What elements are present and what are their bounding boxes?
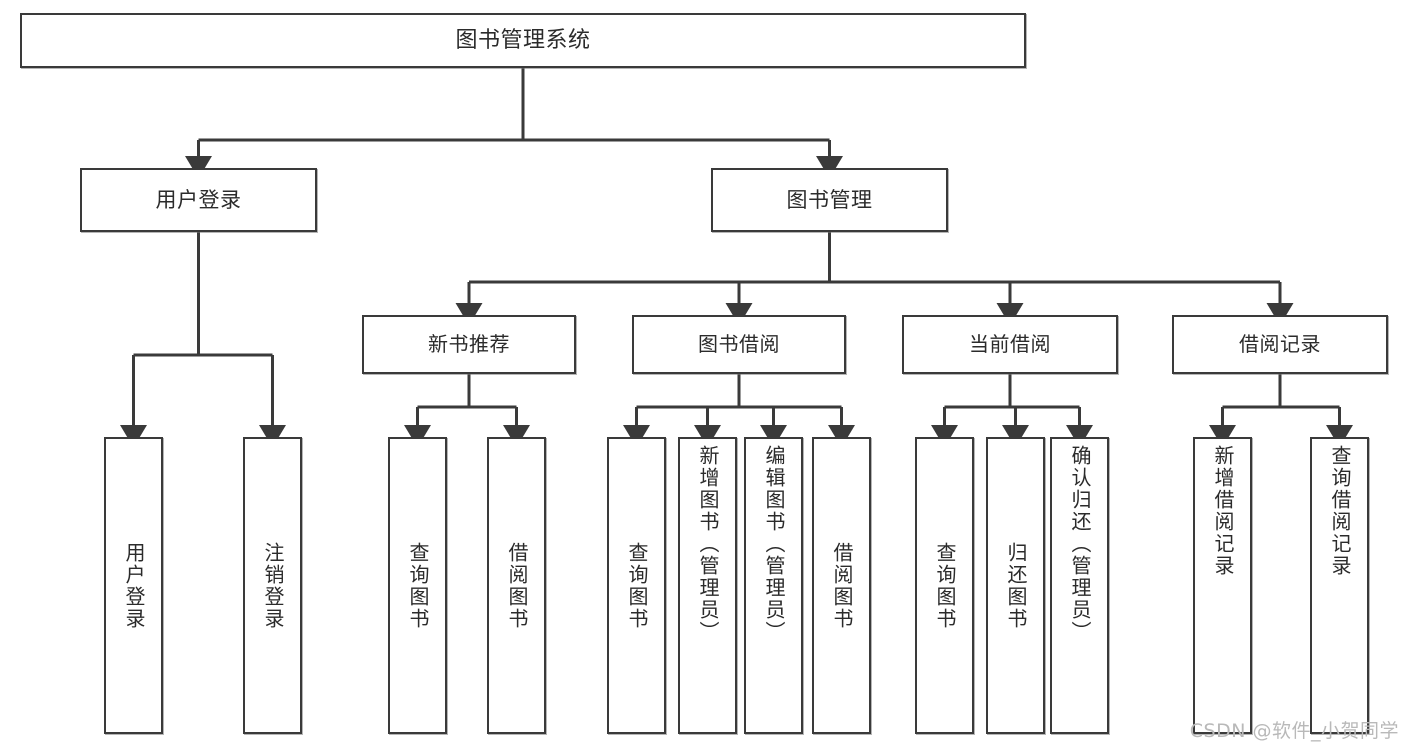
- node-user-login[interactable]: 用户登录: [80, 168, 317, 232]
- node-label: 编辑图书（管理员）: [762, 445, 786, 643]
- node-leaf-borrow-book-1[interactable]: 借阅图书: [487, 437, 546, 734]
- node-borrow-record[interactable]: 借阅记录: [1172, 315, 1388, 374]
- node-label: 借阅图书: [505, 541, 529, 630]
- node-leaf-query-record[interactable]: 查询借阅记录: [1310, 437, 1369, 734]
- node-label: 用户登录: [122, 541, 146, 630]
- node-label-wrap: 归还图书: [988, 439, 1043, 732]
- node-label-wrap: 用户登录: [106, 439, 161, 732]
- node-label: 注销登录: [261, 541, 285, 630]
- node-leaf-user-login[interactable]: 用户登录: [104, 437, 163, 734]
- node-label-wrap: 新增图书（管理员）: [680, 439, 735, 738]
- node-label: 图书管理系统: [455, 27, 591, 53]
- node-label: 用户登录: [155, 187, 242, 212]
- node-leaf-borrow-book-2[interactable]: 借阅图书: [812, 437, 871, 734]
- node-label: 归还图书: [1004, 541, 1028, 630]
- node-label: 新书推荐: [428, 332, 510, 356]
- node-label-wrap: 查询图书: [390, 439, 445, 732]
- node-leaf-confirm-return[interactable]: 确认归还（管理员）: [1050, 437, 1109, 734]
- node-book-borrow[interactable]: 图书借阅: [632, 315, 846, 374]
- node-new-book-rec[interactable]: 新书推荐: [362, 315, 576, 374]
- node-label-wrap: 借阅图书: [814, 439, 869, 732]
- node-root[interactable]: 图书管理系统: [20, 13, 1026, 68]
- node-label: 当前借阅: [969, 332, 1051, 356]
- node-label: 新增图书（管理员）: [696, 445, 720, 643]
- node-label: 查询图书: [933, 541, 957, 630]
- node-label: 新增借阅记录: [1211, 445, 1235, 577]
- node-label-wrap: 编辑图书（管理员）: [746, 439, 801, 738]
- node-label-wrap: 查询图书: [917, 439, 972, 732]
- node-leaf-edit-book[interactable]: 编辑图书（管理员）: [744, 437, 803, 734]
- node-label-wrap: 查询借阅记录: [1312, 439, 1367, 738]
- node-label: 查询借阅记录: [1328, 445, 1352, 577]
- node-label-wrap: 注销登录: [245, 439, 300, 732]
- node-leaf-return-book[interactable]: 归还图书: [986, 437, 1045, 734]
- node-label-wrap: 确认归还（管理员）: [1052, 439, 1107, 738]
- node-label-wrap: 查询图书: [609, 439, 664, 732]
- node-label: 确认归还（管理员）: [1068, 445, 1092, 643]
- node-label: 图书借阅: [698, 332, 780, 356]
- node-leaf-add-book[interactable]: 新增图书（管理员）: [678, 437, 737, 734]
- node-label: 查询图书: [625, 541, 649, 630]
- node-label: 查询图书: [406, 541, 430, 630]
- node-leaf-add-record[interactable]: 新增借阅记录: [1193, 437, 1252, 734]
- node-label: 图书管理: [786, 187, 873, 212]
- node-label: 借阅图书: [830, 541, 854, 630]
- node-leaf-user-logout[interactable]: 注销登录: [243, 437, 302, 734]
- edge-group: [120, 68, 1353, 448]
- node-leaf-query-book-1[interactable]: 查询图书: [388, 437, 447, 734]
- node-leaf-query-book-3[interactable]: 查询图书: [915, 437, 974, 734]
- node-current-borrow[interactable]: 当前借阅: [902, 315, 1118, 374]
- node-leaf-query-book-2[interactable]: 查询图书: [607, 437, 666, 734]
- node-book-manage[interactable]: 图书管理: [711, 168, 948, 232]
- node-label: 借阅记录: [1239, 332, 1321, 356]
- node-label-wrap: 借阅图书: [489, 439, 544, 732]
- node-label-wrap: 新增借阅记录: [1195, 439, 1250, 738]
